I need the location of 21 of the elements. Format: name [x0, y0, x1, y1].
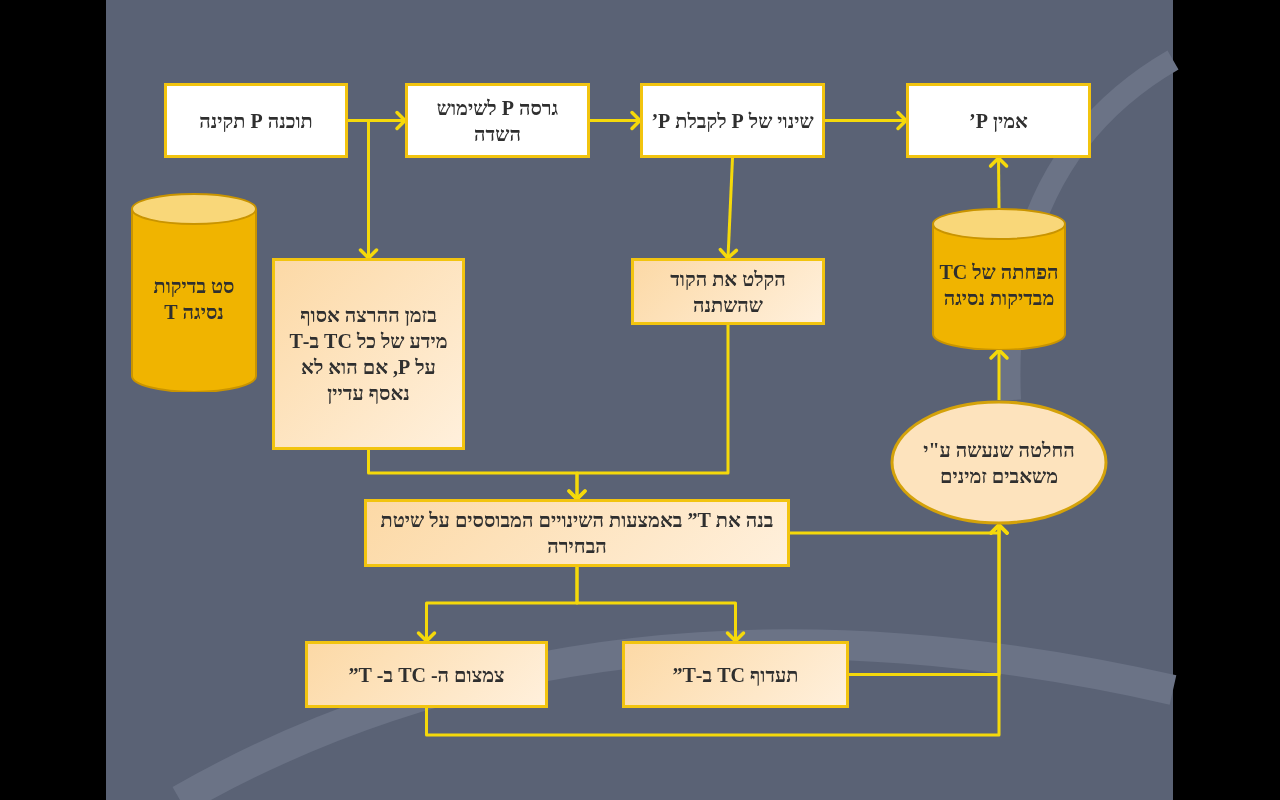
arrow	[590, 110, 642, 131]
arrow	[567, 325, 730, 501]
database-cylinder: סט בדיקות נסיגה T	[131, 193, 257, 392]
arrow	[718, 157, 739, 260]
database-cylinder: הפחתה של TC מבדיקות נסיגה	[932, 208, 1066, 350]
decision-ellipse: החלטה שנעשה ע"י משאבים זמינים	[890, 400, 1108, 525]
arrow	[348, 119, 379, 260]
process-box: שינוי של P לקבלת P’	[640, 83, 825, 158]
arrow	[575, 567, 746, 643]
arrow	[825, 110, 908, 131]
process-box: תעדוף TC ב-T”	[622, 641, 849, 708]
arrow	[989, 348, 1009, 400]
process-box: גרסה P לשימוש השדה	[405, 83, 590, 158]
process-box: בנה את T” באמצעות השינויים המבוססים על שיטת הבחירה	[364, 499, 790, 567]
arrow	[425, 523, 1009, 737]
arrow	[988, 156, 1009, 208]
process-box: בזמן ההרצה אסוף מידע של כל TC ב-T על P, אם הוא לא נאסף עדיין	[272, 258, 465, 450]
process-box: הקלט את הקוד שהשתנה	[631, 258, 825, 325]
process-box: צמצום ה- TC ב- T”	[305, 641, 548, 708]
process-box: אמין P’	[906, 83, 1091, 158]
process-box: תוכנה P תקינה	[164, 83, 348, 158]
